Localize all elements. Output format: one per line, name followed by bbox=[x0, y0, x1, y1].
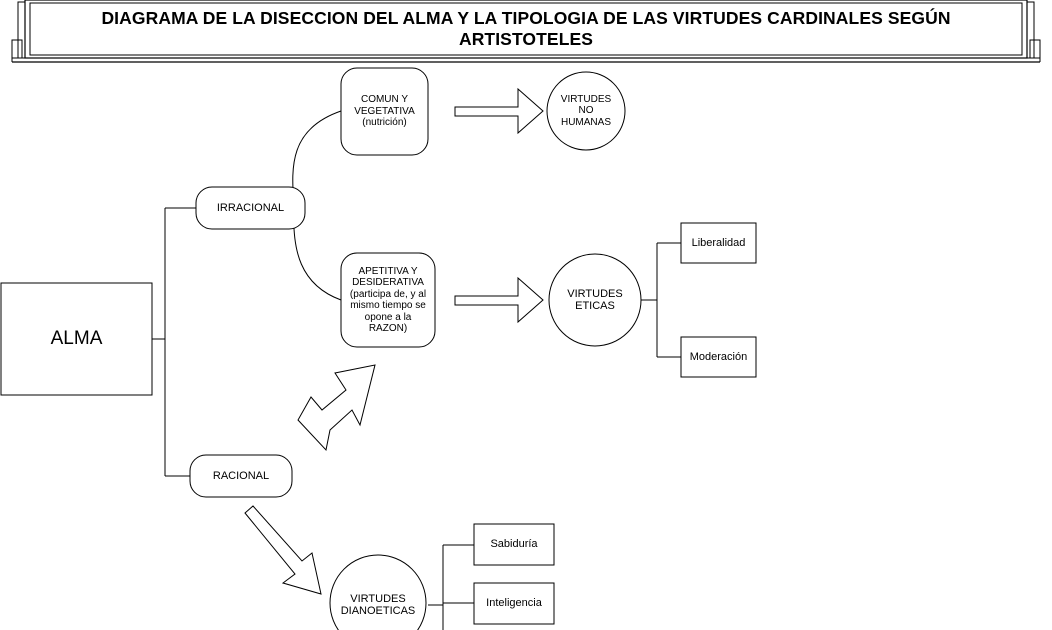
no-humanas-circle bbox=[546, 71, 626, 151]
no-humanas-line-1: VIRTUDES bbox=[560, 93, 612, 105]
dianoeticas-line-2: DIANOETICAS bbox=[340, 605, 416, 617]
apetitiva-line-6: RAZON) bbox=[368, 323, 408, 334]
apetitiva-line-5: opone a la bbox=[364, 311, 412, 323]
title-frame bbox=[11, 0, 1041, 63]
comun-box bbox=[340, 67, 429, 156]
apetitiva-line-1: APETITIVA Y bbox=[358, 265, 418, 277]
sabiduria-label: Sabiduría bbox=[490, 538, 538, 551]
arrow-right-to-no-humanas bbox=[454, 87, 544, 135]
eticas-line-1: VIRTUDES bbox=[567, 287, 623, 300]
title-line-2: ARTISTOTELES bbox=[458, 29, 594, 49]
virtudes-no-humanas-label: VIRTUDES NO HUMANAS bbox=[547, 72, 625, 150]
irracional-label: IRRACIONAL bbox=[216, 201, 285, 214]
moderacion-box bbox=[680, 336, 757, 378]
liberalidad-label: Liberalidad bbox=[691, 236, 746, 249]
arrow-to-dianoeticas bbox=[244, 505, 322, 595]
comun-line-1: COMUN Y bbox=[360, 94, 409, 106]
no-humanas-line-2: NO bbox=[578, 105, 594, 117]
eticas-line-2: ETICAS bbox=[575, 300, 615, 312]
comun-line-2: VEGETATIVA bbox=[354, 105, 415, 117]
apetitiva-box bbox=[340, 252, 436, 348]
node-shapes bbox=[0, 67, 757, 630]
diagram-title: DIAGRAMA DE LA DISECCION DEL ALMA Y LA T… bbox=[28, 4, 1024, 54]
racional-box bbox=[189, 454, 293, 498]
liberalidad-box bbox=[680, 222, 757, 264]
comun-vegetativa-label: COMUN Y VEGETATIVA (nutrición) bbox=[341, 68, 428, 155]
sabiduria-box bbox=[473, 523, 555, 566]
double-arrow-racional-apetitiva bbox=[297, 364, 376, 452]
virtudes-dianoeticas-label: VIRTUDES DIANOETICAS bbox=[330, 585, 426, 625]
alma-box bbox=[0, 282, 153, 396]
eticas-circle bbox=[548, 253, 642, 347]
dianoeticas-line-1: VIRTUDES bbox=[350, 592, 406, 605]
apetitiva-line-2: DESIDERATIVA bbox=[352, 277, 424, 288]
apetitiva-line-4: mismo tiempo se bbox=[350, 300, 426, 311]
apetitiva-desiderativa-label: APETITIVA Y DESIDERATIVA (participa de, … bbox=[341, 253, 435, 347]
arrow-right-to-eticas bbox=[454, 276, 544, 324]
inteligencia-box bbox=[473, 582, 555, 625]
apetitiva-line-3: (participa de, y al bbox=[349, 288, 427, 300]
inteligencia-label: Inteligencia bbox=[486, 597, 542, 610]
title-line-1: DIAGRAMA DE LA DISECCION DEL ALMA Y LA T… bbox=[101, 8, 951, 28]
dianoeticas-circle bbox=[329, 554, 427, 630]
irracional-box bbox=[195, 186, 306, 230]
virtudes-eticas-label: VIRTUDES ETICAS bbox=[549, 254, 641, 346]
no-humanas-line-3: HUMANAS bbox=[560, 116, 611, 128]
comun-line-3: (nutrición) bbox=[362, 117, 407, 129]
racional-label: RACIONAL bbox=[212, 469, 270, 482]
moderacion-label: Moderación bbox=[689, 350, 748, 363]
alma-label: ALMA bbox=[50, 328, 103, 350]
